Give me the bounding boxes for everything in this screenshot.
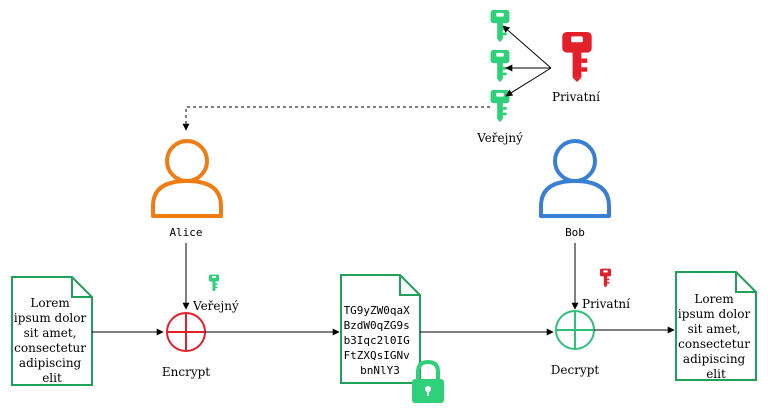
- private-key-small-icon: [600, 268, 611, 288]
- bob-body: [539, 179, 611, 218]
- private-key-label: Privatní: [552, 90, 600, 104]
- public-key-share-arrow: [182, 106, 490, 131]
- encrypt-label: Encrypt: [162, 365, 210, 379]
- bob-label: Bob: [565, 226, 585, 239]
- ciphertext-document: TG9yZW0qaX BzdW0qZG9s b3Iqc2l0IG FtZXQsI…: [340, 274, 554, 403]
- decrypt-key-label: Privatní: [582, 297, 630, 311]
- document-shape: [11, 276, 93, 386]
- alice-body: [151, 179, 223, 218]
- alice: Alice: [151, 139, 223, 239]
- document-fold: [399, 275, 420, 296]
- alice-label: Alice: [169, 226, 202, 239]
- document-fold: [71, 277, 92, 298]
- key-derive-arrow: [502, 25, 552, 69]
- bob: Bob: [539, 139, 611, 239]
- plaintext-right-text: Lorem ipsum dolor sit amet, consectetur …: [678, 292, 754, 381]
- document-shape: [340, 274, 421, 384]
- public-key-icon: [490, 90, 510, 122]
- private-key-icon: [562, 32, 592, 82]
- bob-head: [553, 139, 597, 183]
- plaintext-document-right: Lorem ipsum dolor sit amet, consectetur …: [675, 271, 757, 381]
- public-key-small-icon: [209, 274, 219, 292]
- key-derive-arrow: [505, 67, 552, 97]
- encrypt-key-label: Veřejný: [192, 299, 239, 313]
- plaintext-left-text: Lorem ipsum dolor sit amet, consectetur …: [14, 296, 90, 385]
- ciphertext-text: TG9yZW0qaX BzdW0qZG9s b3Iqc2l0IG FtZXQsI…: [344, 304, 417, 377]
- document-shape: [675, 271, 757, 381]
- alice-head: [165, 139, 209, 183]
- encrypt-operator: Veřejný Encrypt: [92, 243, 340, 379]
- key-generation: Privatní Veřejný: [182, 10, 600, 145]
- public-key-label: Veřejný: [476, 131, 523, 145]
- public-key-icon: [490, 10, 510, 42]
- public-key-icon: [490, 50, 510, 82]
- document-fold: [735, 272, 756, 293]
- plaintext-document-left: Lorem ipsum dolor sit amet, consectetur …: [11, 276, 93, 386]
- decrypt-operator: Privatní Decrypt: [551, 243, 675, 377]
- padlock-icon: [412, 359, 444, 403]
- decrypt-label: Decrypt: [551, 363, 600, 377]
